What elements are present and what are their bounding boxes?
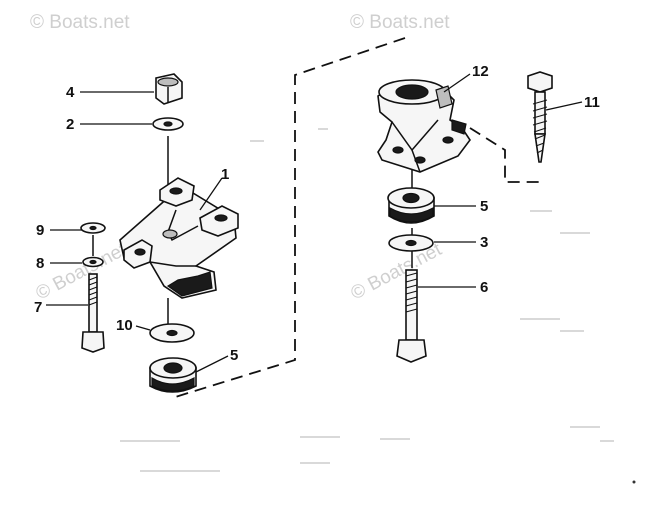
part-9-washer [80, 222, 106, 234]
part-6-bolt [396, 269, 427, 363]
part-11-lag-bolt [527, 71, 553, 163]
part-12-mount-housing [377, 79, 471, 173]
watermark-left: © Boats.net [32, 239, 130, 305]
callout-2: 2 [66, 116, 74, 133]
scan-noise [120, 128, 636, 484]
callout-1: 1 [221, 166, 229, 183]
bolt-dashed-line [469, 127, 540, 183]
part-5-rubber-mount-right [387, 187, 435, 224]
assembly-dashed-line [171, 37, 406, 399]
part-2-washer [152, 117, 184, 131]
callout-5-right: 5 [480, 198, 488, 215]
callout-10: 10 [116, 317, 133, 334]
callout-7: 7 [34, 299, 42, 316]
part-7-bolt [81, 273, 105, 353]
callout-12: 12 [472, 63, 489, 80]
part-10-washer [149, 323, 195, 343]
callout-11: 11 [584, 94, 600, 111]
part-1-mount-bracket [119, 177, 239, 299]
callout-labels: 4 2 1 9 8 7 10 5 12 11 5 3 6 [34, 63, 600, 364]
callout-4: 4 [66, 84, 75, 101]
callout-9: 9 [36, 222, 44, 239]
watermark-top-left: © Boats.net [30, 12, 130, 33]
part-8-lock-washer [82, 256, 104, 268]
part-5-rubber-mount-left [149, 357, 197, 393]
callout-5-left: 5 [230, 347, 238, 364]
callout-6: 6 [480, 279, 488, 296]
callout-8: 8 [36, 255, 44, 272]
watermark-top-right: © Boats.net [350, 12, 450, 33]
callout-3: 3 [480, 234, 488, 251]
part-4-nut [155, 73, 183, 105]
leader-lines [46, 73, 583, 373]
part-3-washer [388, 234, 434, 252]
